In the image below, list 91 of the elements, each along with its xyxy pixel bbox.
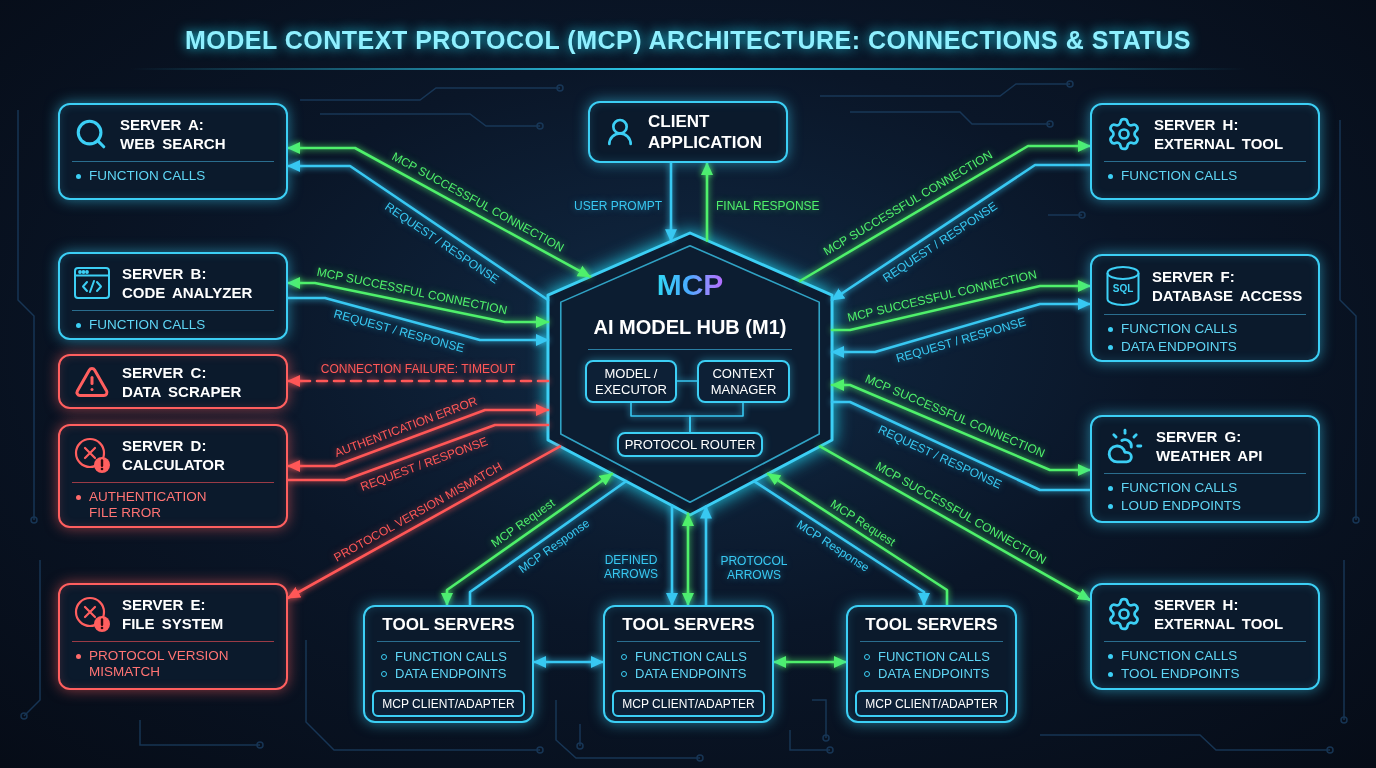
card-title: TOOL SERVERS	[622, 615, 755, 635]
server-title: SERVER B: CODE ANALYZER	[122, 264, 254, 302]
error-server-card	[58, 583, 288, 690]
arrow	[830, 379, 1092, 476]
bullet-text: FUNCTION CALLS	[1121, 321, 1238, 337]
edge-label: USER PROMPT	[574, 199, 662, 214]
adapter-panel	[612, 690, 765, 717]
arrow	[286, 445, 562, 600]
bullet-text: PROTOCOL VERSION MISMATCH	[89, 648, 230, 680]
connector-line	[468, 479, 628, 607]
diagram-title: MODEL CONTEXT PROTOCOL (MCP) ARCHITECTURE: CONNECTIONS & STATUS	[184, 25, 1191, 56]
component-panel	[585, 360, 677, 403]
server-title: SERVER H: EXTERNAL TOOL	[1154, 595, 1285, 633]
bullet-text: AUTHENTICATION FILE RROR	[89, 489, 208, 521]
dashed-arrow	[286, 375, 550, 387]
arrow	[666, 504, 678, 607]
arrow	[286, 142, 592, 278]
bullet-text: FUNCTION CALLS	[1121, 168, 1238, 184]
component-panel	[697, 360, 790, 403]
arrow	[286, 404, 550, 472]
arrow	[286, 296, 550, 346]
tool-server-card	[603, 605, 774, 723]
error-server-card	[58, 354, 288, 409]
bullet-text: FUNCTION CALLS	[395, 648, 507, 665]
bullet-text: FUNCTION CALLS	[1121, 480, 1238, 496]
server-card	[1090, 583, 1320, 690]
client-title: CLIENT APPLICATION	[648, 111, 763, 153]
server-card	[1090, 103, 1320, 200]
connector-line	[676, 380, 698, 382]
adapter-label: MCP CLIENT/ADAPTER	[865, 696, 998, 711]
server-title: SERVER A: WEB SEARCH	[120, 115, 227, 153]
edge-label: PROTOCOL ARROWS	[719, 553, 789, 582]
bullet-text: FUNCTION CALLS	[89, 168, 206, 184]
server-title: SERVER F: DATABASE ACCESS	[1152, 267, 1304, 305]
server-card	[58, 103, 288, 200]
bullet-text: FUNCTION CALLS	[635, 648, 747, 665]
arrow	[830, 163, 1092, 302]
arrow	[532, 656, 605, 668]
arrow	[830, 280, 1092, 332]
database-icon-label: SQL	[1111, 283, 1135, 295]
component-label: MODEL / EXECUTOR	[594, 365, 668, 398]
server-title: SERVER E: FILE SYSTEM	[122, 595, 225, 633]
bullet-text: FUNCTION CALLS	[89, 317, 206, 333]
bullet-text: DATA ENDPOINTS	[635, 665, 747, 682]
card-title: TOOL SERVERS	[865, 615, 998, 635]
server-card	[58, 252, 288, 340]
server-card	[1090, 415, 1320, 523]
bullet-text: LOUD ENDPOINTS	[1121, 498, 1242, 514]
component-label: PROTOCOL ROUTER	[624, 436, 756, 453]
arrow	[772, 656, 848, 668]
server-title: SERVER C: DATA SCRAPER	[122, 362, 243, 401]
bullet-text: DATA ENDPOINTS	[878, 665, 990, 682]
server-title: SERVER H: EXTERNAL TOOL	[1154, 115, 1285, 153]
bullet-text: FUNCTION CALLS	[1121, 648, 1238, 664]
hub-title: AI MODEL HUB (M1)	[593, 315, 787, 339]
arrow	[766, 472, 949, 607]
adapter-label: MCP CLIENT/ADAPTER	[382, 696, 515, 711]
client-card	[588, 101, 788, 163]
arrow	[700, 505, 712, 607]
bullet-text: DATA ENDPOINTS	[395, 665, 507, 682]
component-panel	[617, 432, 763, 457]
server-card	[1090, 254, 1320, 362]
bullet-text: FUNCTION CALLS	[878, 648, 990, 665]
card-title: TOOL SERVERS	[382, 615, 515, 635]
connector-line	[689, 402, 744, 433]
edge-label: FINAL RESPONSE	[716, 198, 820, 213]
arrow	[818, 445, 1092, 602]
adapter-label: MCP CLIENT/ADAPTER	[622, 696, 755, 711]
server-title: SERVER G: WEATHER API	[1156, 427, 1264, 465]
arrow	[752, 479, 930, 607]
component-label: CONTEXT MANAGER	[709, 365, 778, 398]
arrow	[441, 472, 614, 607]
connector-line	[830, 400, 1092, 492]
arrow	[830, 298, 1092, 358]
arrow	[682, 512, 694, 607]
arrow	[798, 140, 1092, 283]
tool-server-card	[846, 605, 1017, 723]
edge-label: DEFINED ARROWS	[603, 553, 659, 582]
bullet-text: DATA ENDPOINTS	[1121, 339, 1237, 355]
adapter-panel	[855, 690, 1008, 717]
server-title: SERVER D: CALCULATOR	[122, 436, 226, 474]
tool-server-card	[363, 605, 534, 723]
error-server-card	[58, 424, 288, 528]
connector-line	[286, 423, 550, 482]
adapter-panel	[372, 690, 525, 717]
arrow	[701, 161, 713, 242]
arrow	[665, 161, 677, 243]
bullet-text: TOOL ENDPOINTS	[1121, 666, 1240, 682]
edge-label: CONNECTION FAILURE: TIMEOUT	[320, 362, 516, 376]
arrow	[286, 277, 550, 328]
arrow	[286, 160, 550, 302]
